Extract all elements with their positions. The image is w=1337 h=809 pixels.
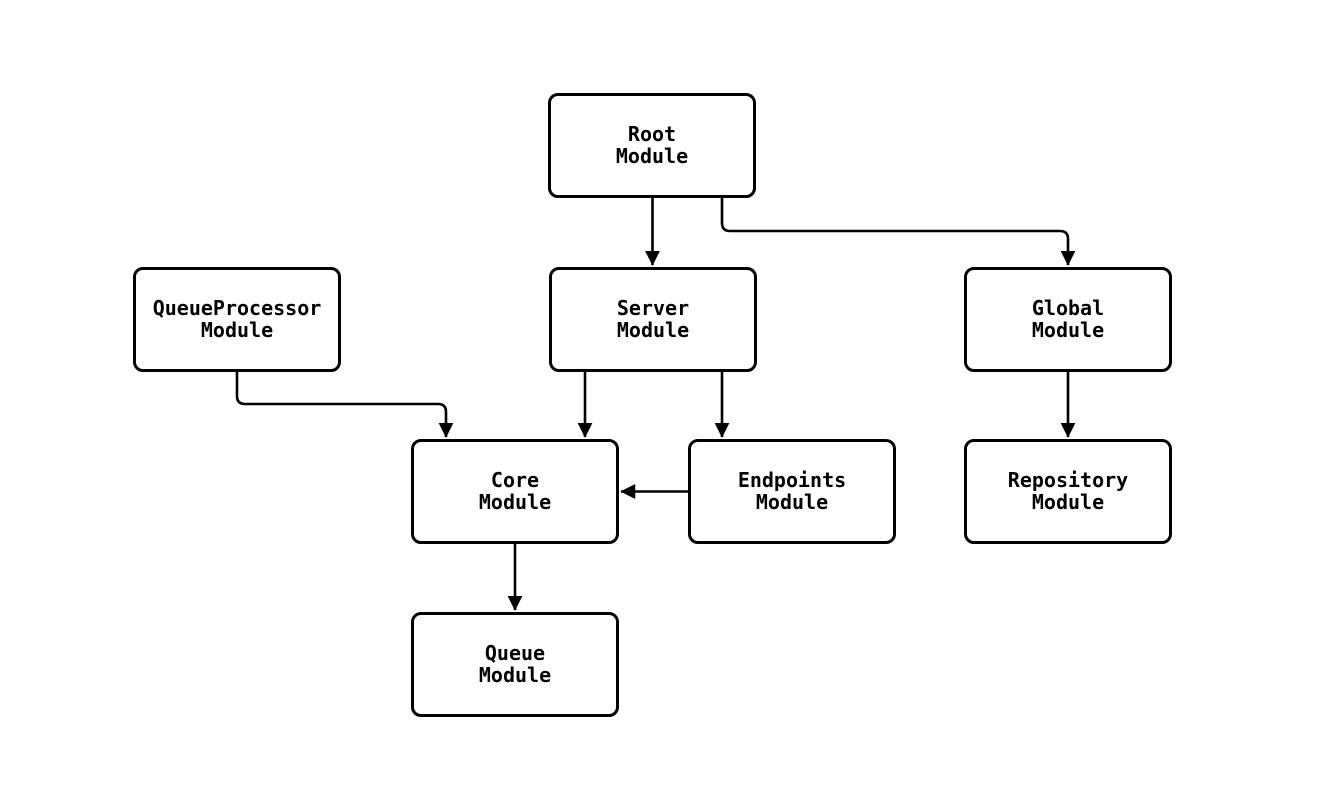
node-core-module-label: Core Module [478,468,552,514]
node-queue-module-label: Queue Module [478,641,552,687]
node-queue-module: Queue Module [411,612,619,717]
node-server-module: Server Module [549,267,757,372]
node-global-module-label: Global Module [1031,296,1105,342]
node-repository-module: Repository Module [964,439,1172,544]
node-endpoints-module: Endpoints Module [688,439,896,544]
node-root-module-label: Root Module [615,122,689,168]
node-endpoints-module-label: Endpoints Module [737,468,847,514]
node-root-module: Root Module [548,93,756,198]
node-queueprocessor-module-label: QueueProcessor Module [152,296,322,342]
edge-queueprocessor-to-core [235,372,454,438]
node-server-module-label: Server Module [616,296,690,342]
edge-root-to-global [720,198,1076,266]
node-queueprocessor-module: QueueProcessor Module [133,267,341,372]
node-core-module: Core Module [411,439,619,544]
node-repository-module-label: Repository Module [1007,468,1129,514]
node-global-module: Global Module [964,267,1172,372]
